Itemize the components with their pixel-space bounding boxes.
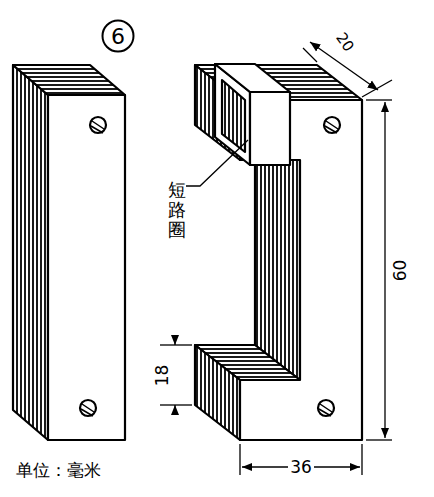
dimension: 20 bbox=[332, 28, 358, 56]
dimension: 18 bbox=[154, 362, 171, 388]
shorting-ring bbox=[215, 64, 290, 165]
part-name: 短路圈 bbox=[168, 180, 186, 239]
u-lamination bbox=[195, 65, 362, 440]
dimension-lines bbox=[160, 42, 392, 475]
unit-note: 单位：毫米 bbox=[16, 462, 101, 479]
dimension: 36 bbox=[288, 459, 314, 476]
dimension: 60 bbox=[392, 257, 409, 283]
node-text: 6 bbox=[111, 24, 125, 49]
i-lamination bbox=[13, 65, 125, 440]
circled-number: 6 bbox=[101, 19, 135, 53]
